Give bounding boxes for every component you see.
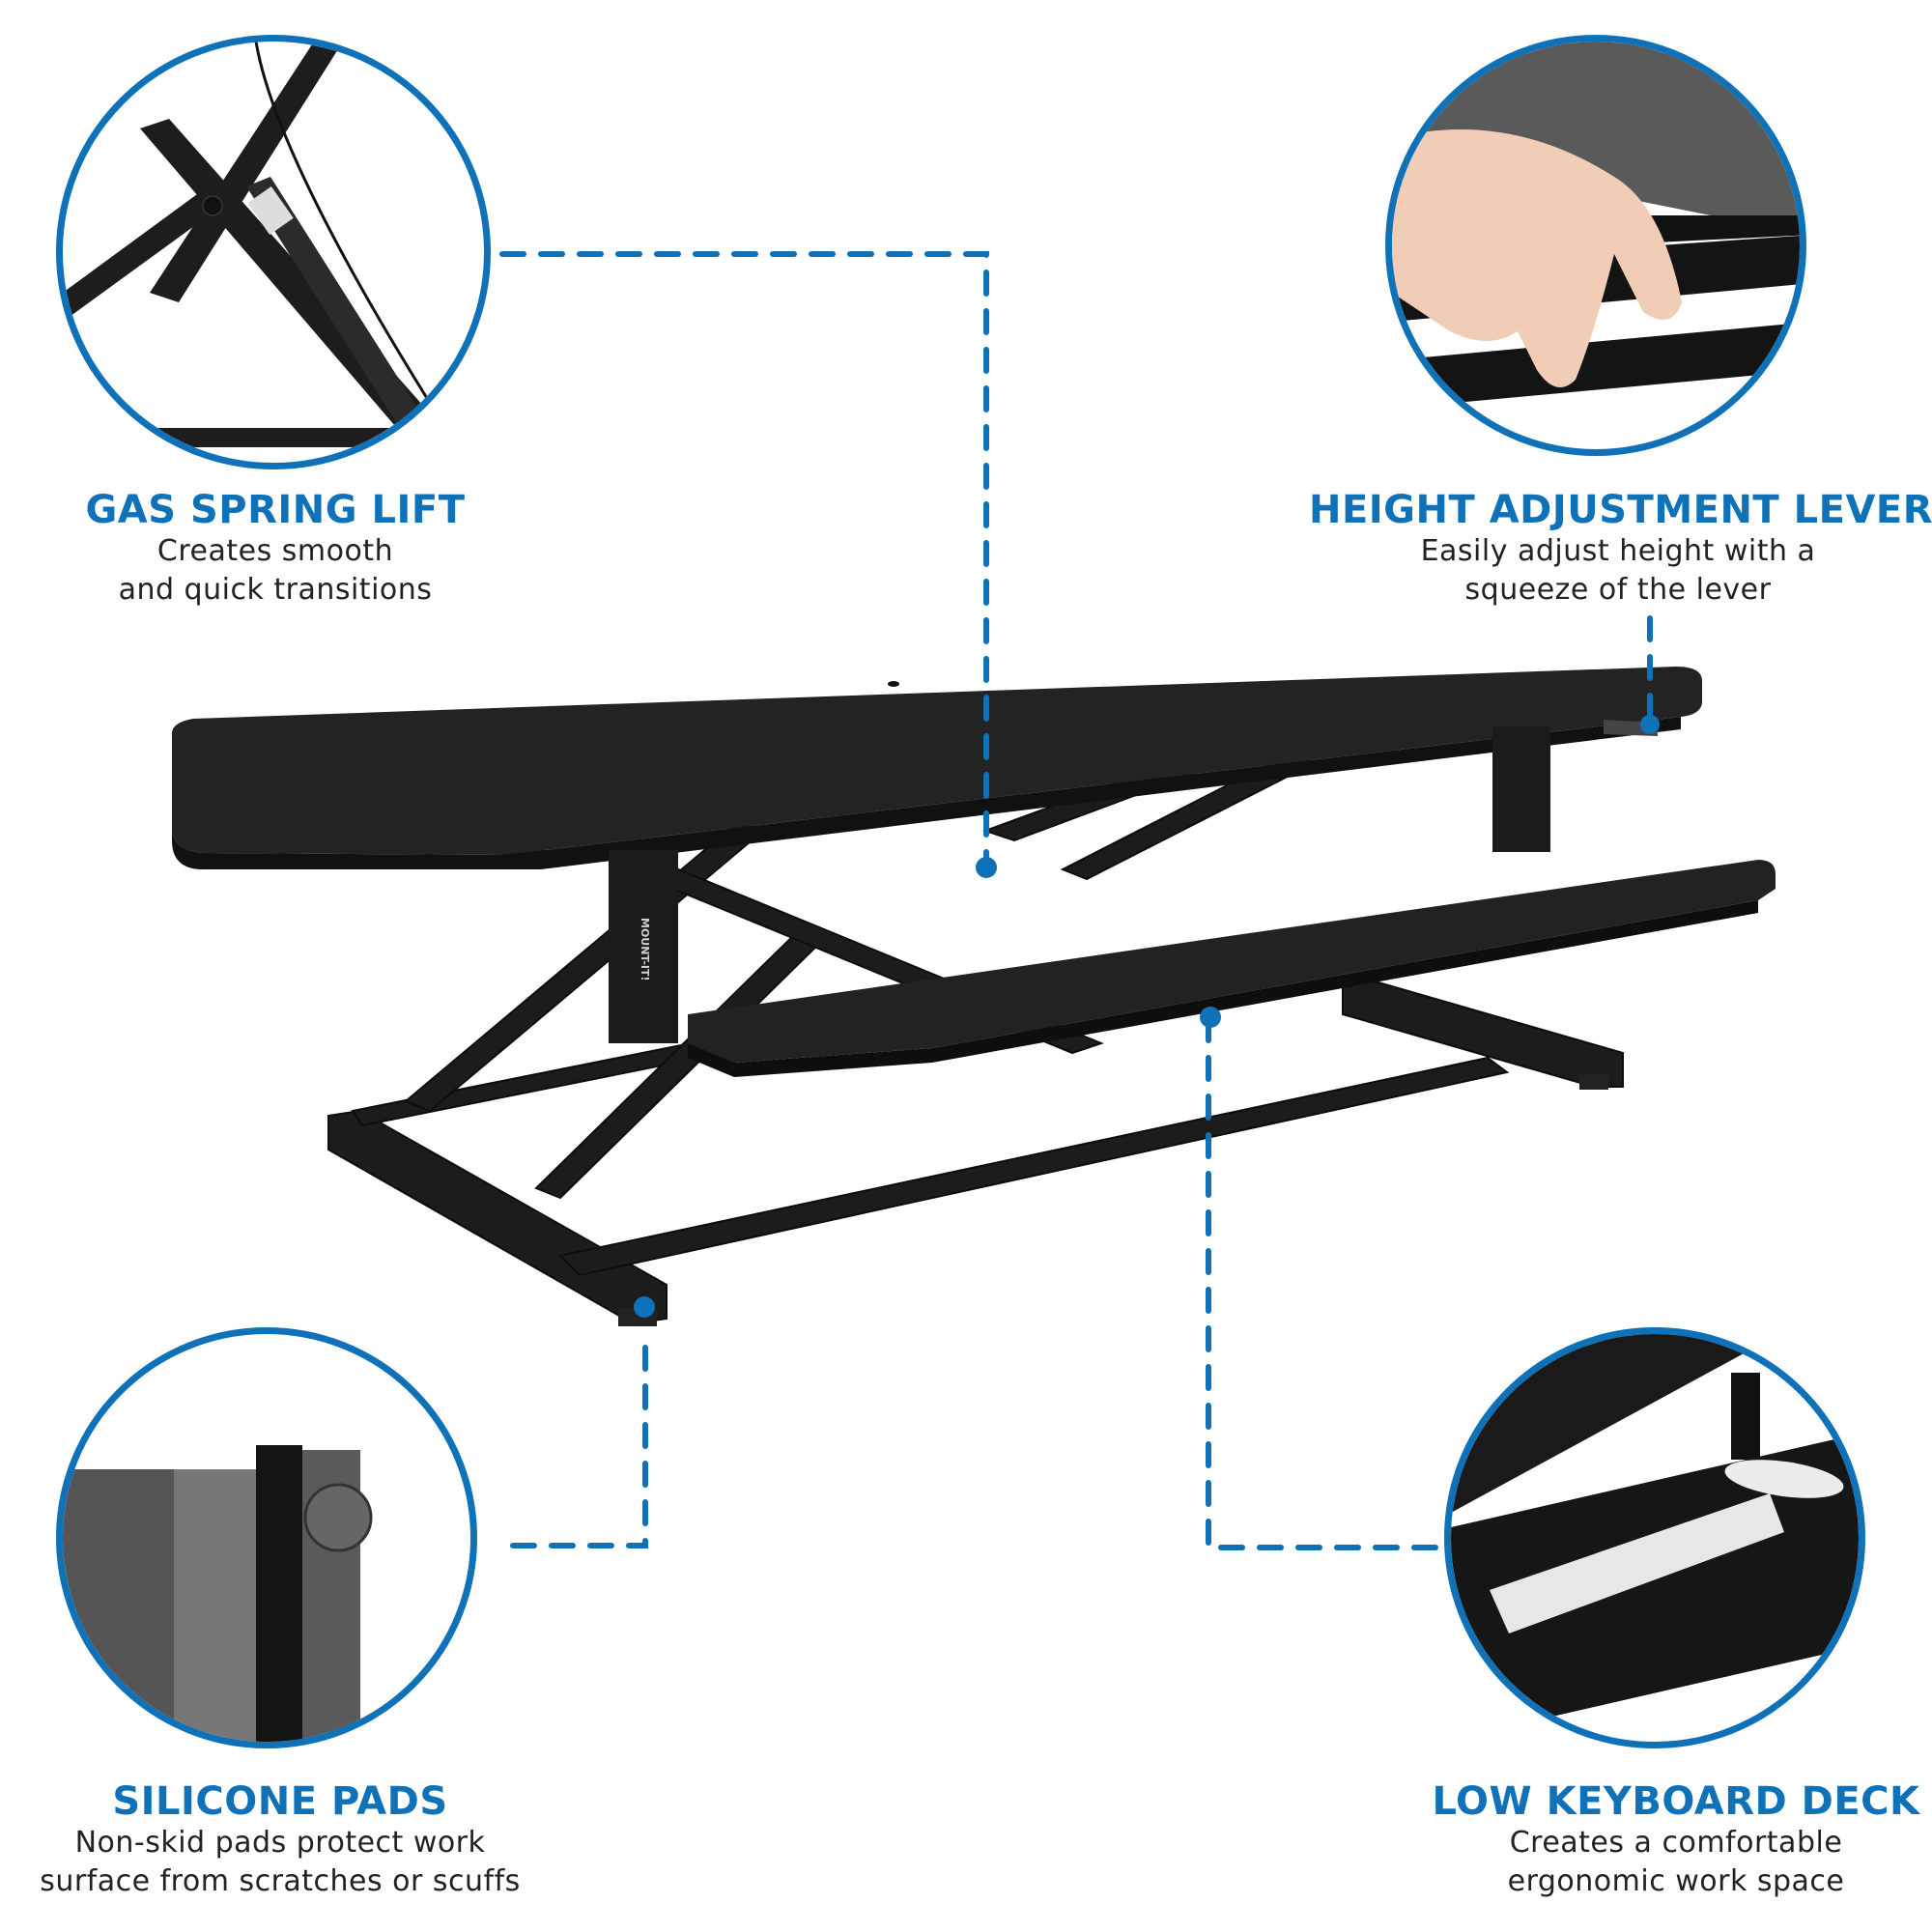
gas-spring-detail-image [63,42,469,463]
feature-desc-line1: Creates smooth [156,534,394,568]
feature-desc-line1: Easily adjust height with a [1420,534,1816,568]
mouse-icon [1724,1460,1844,1498]
feature-desc-line1: Non-skid pads protect work [74,1826,486,1860]
feature-desc-line1: Creates a comfortable [1509,1826,1843,1860]
marker-dot-deck [1200,1007,1221,1028]
keyboard-deck [688,860,1776,1077]
marker-dot-lever [1640,715,1660,734]
connector-gas-spring [499,251,989,872]
feature-desc-line2: squeeze of the lever [1464,573,1772,607]
marker-dots [634,715,1660,1318]
lever-detail-image [1392,42,1800,409]
detail-circle-keyboard-deck [1444,1327,1865,1748]
feature-title: GAS SPRING LIFT [85,488,466,532]
feature-title: SILICONE PADS [112,1779,448,1824]
brand-logo: MOUNT-IT! [639,918,651,981]
marker-dot-gas-spring [976,857,997,878]
feature-gas-spring-lift: GAS SPRING LIFT Creates smooth and quick… [39,488,512,610]
tabletop [171,667,1702,869]
keyboard-deck-detail-image [1451,1334,1859,1740]
feature-silicone-pads: SILICONE PADS Non-skid pads protect work… [19,1779,541,1901]
silicone-pads-detail-image [63,1445,373,1742]
connector-keyboard-deck [1206,1016,1450,1550]
feature-title: LOW KEYBOARD DECK [1432,1779,1920,1824]
feature-desc-line2: ergonomic work space [1507,1864,1845,1898]
feature-desc-line2: surface from scratches or scuffs [40,1864,521,1898]
feature-height-adjustment-lever: HEIGHT ADJUSTMENT LEVER Easily adjust he… [1309,488,1932,610]
detail-circle-gas-spring [56,35,491,469]
connector-lines [499,251,1653,1550]
detail-circle-lever [1385,35,1806,456]
feature-title: HEIGHT ADJUSTMENT LEVER [1309,488,1932,532]
feature-desc-line2: and quick transitions [118,573,433,607]
marker-dot-pads [634,1296,655,1318]
detail-circle-silicone-pads [56,1327,477,1748]
connector-silicone-pads [499,1345,648,1548]
feature-low-keyboard-deck: LOW KEYBOARD DECK Creates a comfortable … [1420,1779,1932,1901]
keyboard-icon [1490,1493,1784,1634]
